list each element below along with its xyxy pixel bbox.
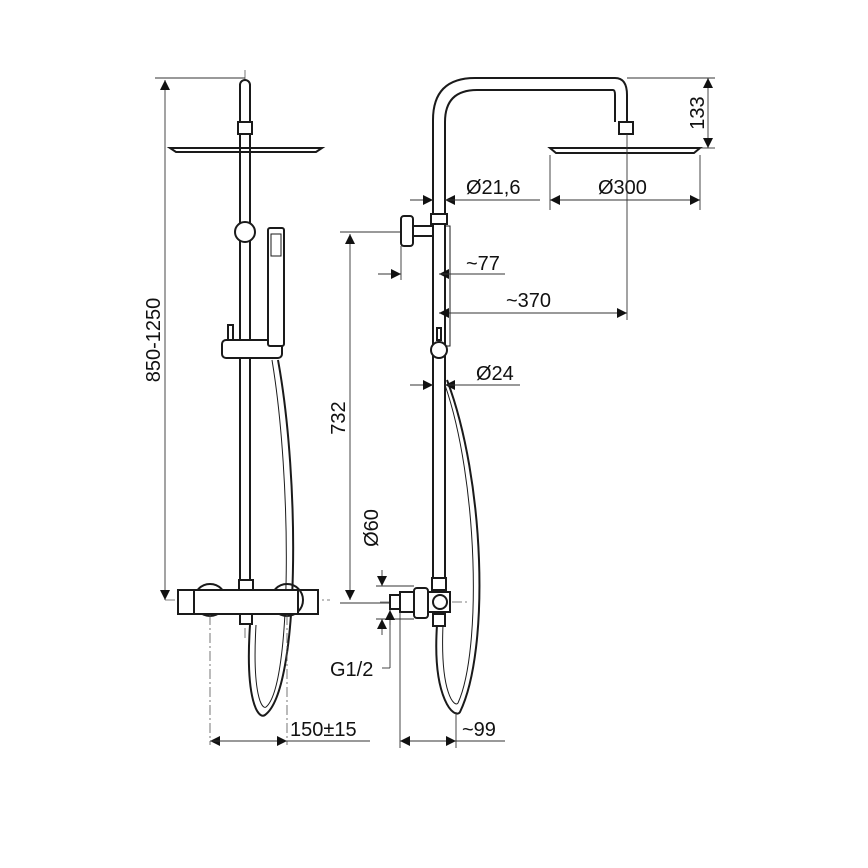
upper-pipe-diameter-label: Ø21,6 xyxy=(466,177,520,199)
hand-shower-nozzles xyxy=(270,233,282,257)
valve-height-label: 732 xyxy=(328,401,350,434)
hose-outer xyxy=(247,359,295,717)
front-view: 850-1250 150±15 732 xyxy=(143,70,410,746)
outlet-bottom xyxy=(239,613,253,625)
bracket-arm xyxy=(412,225,434,237)
side-view: Ø60 G1/2 ~99 Ø21,6 Ø300 133 ~77 xyxy=(330,77,715,748)
eccentric-nut xyxy=(399,591,415,613)
rosette xyxy=(413,587,429,619)
diverter-knob xyxy=(430,341,448,359)
hose-inner xyxy=(254,359,287,708)
head-drop-label: 133 xyxy=(687,96,709,129)
riser-pipe xyxy=(239,79,251,591)
valve-port xyxy=(432,594,448,610)
riser-arm-inner xyxy=(444,89,616,590)
bracket-clamp xyxy=(430,213,448,225)
side-hose-inner xyxy=(442,384,474,705)
slider-lever xyxy=(227,324,234,341)
riser-arm-outer xyxy=(432,77,628,590)
side-outlet-top xyxy=(431,577,447,591)
arm-reach-label: ~370 xyxy=(506,290,551,312)
head-diameter-label: Ø300 xyxy=(598,177,647,199)
side-shower-head xyxy=(547,147,703,154)
rosette-diameter-label: Ø60 xyxy=(361,509,383,547)
outlet-top xyxy=(238,579,254,591)
lower-pipe-diameter-label: Ø24 xyxy=(476,363,514,385)
wall-depth-label: ~99 xyxy=(462,719,496,741)
wall-bracket xyxy=(234,221,256,243)
thread-label: G1/2 xyxy=(330,659,373,681)
slider xyxy=(221,339,283,359)
shower-head-plate xyxy=(166,147,326,153)
side-hose-outer xyxy=(435,379,481,715)
eccentric-thread xyxy=(389,594,401,610)
hand-shower xyxy=(267,227,285,347)
bracket-knob xyxy=(400,215,414,247)
diverter-pin xyxy=(436,327,442,341)
knob-offset-label: ~77 xyxy=(466,253,500,275)
hand-shower-side xyxy=(444,225,451,347)
head-connector xyxy=(237,121,253,135)
height-range-label: 850-1250 xyxy=(143,298,165,383)
inlet-spacing-label: 150±15 xyxy=(290,719,357,741)
side-outlet-bottom xyxy=(432,613,446,627)
arm-head-connector xyxy=(618,121,634,135)
